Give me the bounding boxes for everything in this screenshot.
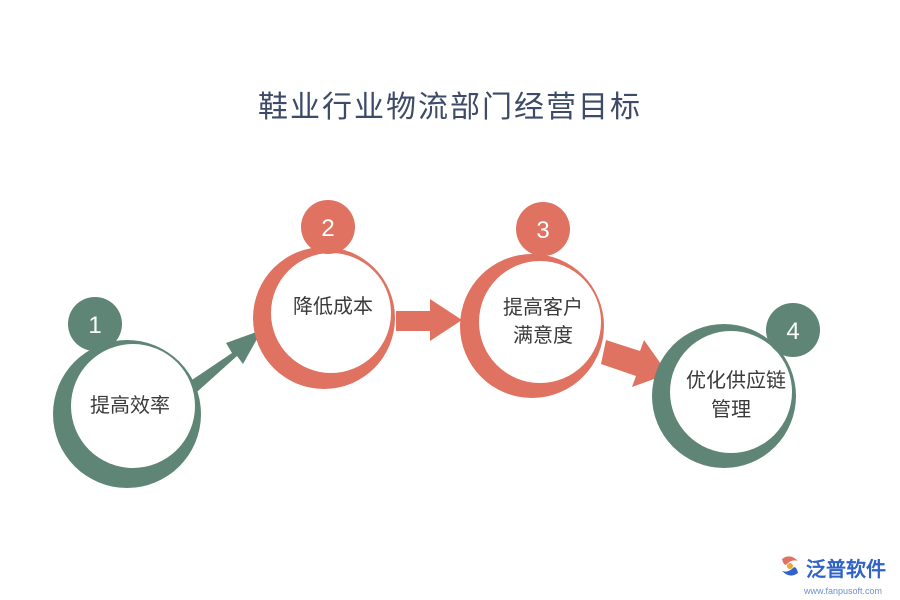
- arrow-1-to-2: [180, 330, 262, 400]
- stage-2-label: 降低成本: [293, 294, 373, 318]
- stage-4: 4 优化供应链 管理: [652, 303, 820, 468]
- stage-4-label-line-2: 管理: [711, 397, 751, 421]
- stage-4-badge: [766, 303, 820, 357]
- stage-2-inner: [271, 253, 391, 373]
- arrow-2-to-3: [396, 299, 462, 341]
- stage-4-label-line-1: 优化供应链: [686, 368, 786, 392]
- stage-1-inner: [71, 344, 195, 468]
- fanpu-logo-text: 泛普软件: [806, 557, 886, 581]
- stage-3-label-line-2: 满意度: [513, 323, 573, 347]
- stage-3-inner: [479, 261, 601, 383]
- stage-3-number: 3: [536, 217, 549, 244]
- stage-1: 1 提高效率: [53, 297, 201, 488]
- fanpu-logo-icon: [778, 555, 802, 581]
- diagram-title: 鞋业行业物流部门经营目标: [258, 90, 642, 125]
- stage-2: 2 降低成本: [253, 200, 395, 389]
- stage-2-number: 2: [321, 215, 334, 242]
- fanpu-logo-url: www.fanpusoft.com: [803, 586, 882, 596]
- stage-2-badge: [301, 200, 355, 254]
- stage-3-badge: [516, 202, 570, 256]
- stage-4-number: 4: [786, 318, 799, 345]
- fanpu-logo: 泛普软件: [778, 553, 886, 582]
- stage-1-number: 1: [88, 312, 101, 339]
- stage-4-inner: [670, 331, 792, 453]
- arrow-3-to-4: [601, 340, 668, 387]
- stage-1-label: 提高效率: [90, 393, 170, 417]
- stage-1-badge: [68, 297, 122, 351]
- stage-3-label-line-1: 提高客户: [503, 295, 583, 319]
- stage-3: 3 提高客户 满意度: [460, 202, 604, 398]
